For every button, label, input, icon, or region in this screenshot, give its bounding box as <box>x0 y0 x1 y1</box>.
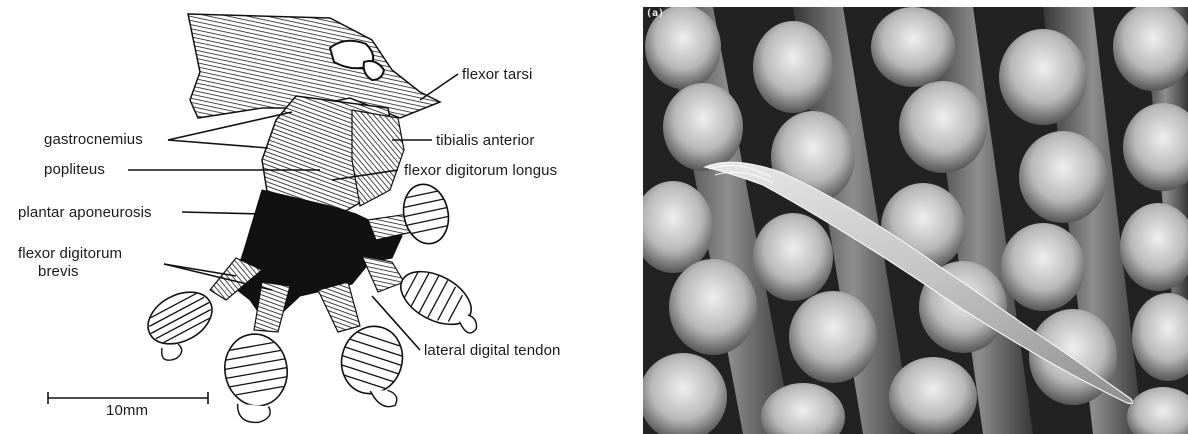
tibialis-muscle <box>352 110 404 206</box>
scale-bar-label: 10mm <box>106 402 148 419</box>
sem-micrograph-panel: (a) <box>643 7 1188 434</box>
toe-pad-4 <box>392 261 490 341</box>
digit-shaft-4 <box>362 256 404 292</box>
toe-pad-5 <box>398 180 454 248</box>
label-flexor-digitorum-brevis-line2: brevis <box>38 263 79 280</box>
label-gastrocnemius: gastrocnemius <box>44 131 143 148</box>
label-popliteus: popliteus <box>44 161 105 178</box>
sem-image <box>643 7 1188 434</box>
leader-plantar-aponeurosis <box>182 212 264 214</box>
toe-pad-1 <box>139 282 226 364</box>
label-tibialis-anterior: tibialis anterior <box>436 132 534 149</box>
leader-gastrocnemius-b <box>168 140 268 148</box>
label-flexor-tarsi: flexor tarsi <box>462 66 532 83</box>
panel-label: (a) <box>646 8 664 19</box>
digit-shaft-3 <box>318 282 360 332</box>
label-lateral-digital-tendon: lateral digital tendon <box>424 342 560 359</box>
label-flexor-digitorum-longus: flexor digitorum longus <box>404 162 557 179</box>
anatomy-drawing-panel: flexor tarsi gastrocnemius tibialis ante… <box>0 0 630 434</box>
label-flexor-digitorum-brevis-line1: flexor digitorum <box>18 245 122 262</box>
label-plantar-aponeurosis: plantar aponeurosis <box>18 204 152 221</box>
toe-pad-2 <box>219 329 295 426</box>
leader-flexor-tarsi <box>420 74 458 100</box>
